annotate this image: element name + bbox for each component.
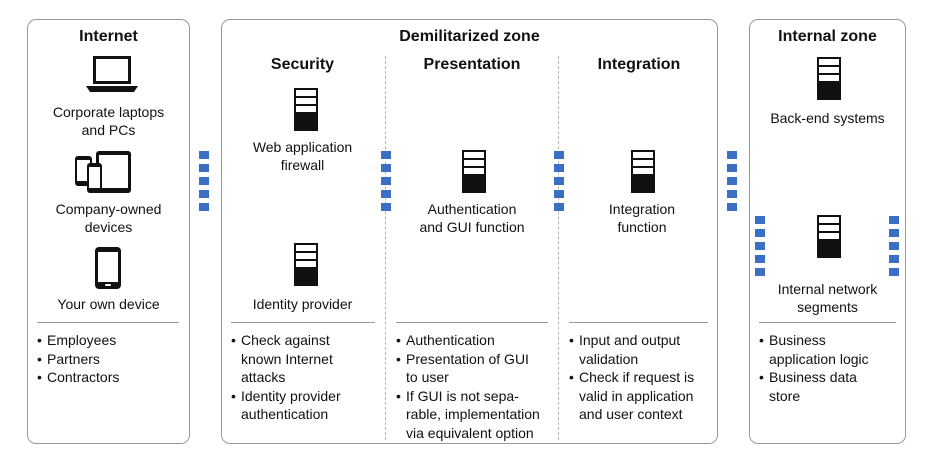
device-label-company-owned: Company-owned devices	[55, 201, 162, 235]
device-label-laptops: Corporate laptops and PCs	[52, 104, 165, 138]
internal-divider	[759, 322, 896, 323]
connector-internal-left	[755, 216, 765, 281]
server-icon	[817, 215, 841, 258]
component-label-network-segments: Internal network segments	[777, 281, 878, 315]
internet-bullets: Employees Partners Contractors	[37, 331, 119, 387]
presentation-divider	[396, 322, 548, 323]
internal-bullets: Business application logic Business data…	[759, 331, 869, 405]
connector-dmz-internal	[727, 151, 737, 216]
tablet-phones-icon	[75, 151, 131, 193]
server-icon	[294, 88, 318, 131]
integration-divider	[569, 322, 708, 323]
device-label-own: Your own device	[57, 296, 160, 312]
connector-presentation-integration	[554, 151, 564, 216]
column-divider	[385, 56, 386, 440]
connector-security-presentation	[381, 151, 391, 216]
security-bullets: Check against known Internet attacks Ide…	[231, 331, 341, 424]
server-icon	[462, 150, 486, 193]
list-item: Business data store	[759, 368, 869, 405]
list-item: If GUI is not sepa- rable, implementatio…	[396, 387, 540, 443]
list-item: Check if request is valid in application…	[569, 368, 694, 424]
list-item: Partners	[37, 350, 119, 369]
list-item: Contractors	[37, 368, 119, 387]
list-item: Check against known Internet attacks	[231, 331, 341, 387]
server-icon	[817, 57, 841, 100]
component-label-identity-provider: Identity provider	[252, 296, 353, 312]
presentation-column-title: Presentation	[423, 56, 521, 73]
list-item: Employees	[37, 331, 119, 350]
laptop-icon	[86, 56, 138, 92]
list-item: Authentication	[396, 331, 540, 350]
security-divider	[231, 322, 375, 323]
internet-divider	[37, 322, 179, 323]
server-icon	[294, 243, 318, 286]
smartphone-icon	[95, 247, 121, 289]
column-divider	[558, 56, 559, 440]
integration-bullets: Input and output validation Check if req…	[569, 331, 694, 424]
security-column-title: Security	[270, 56, 335, 73]
component-label-integration: Integration function	[608, 201, 676, 235]
connector-internal-right	[889, 216, 899, 281]
server-icon	[631, 150, 655, 193]
presentation-bullets: Authentication Presentation of GUI to us…	[396, 331, 540, 442]
component-label-waf: Web application firewall	[252, 139, 353, 173]
list-item: Input and output validation	[569, 331, 694, 368]
dmz-zone-title: Demilitarized zone	[399, 28, 540, 45]
list-item: Identity provider authentication	[231, 387, 341, 424]
list-item: Business application logic	[759, 331, 869, 368]
component-label-auth-gui: Authentication and GUI function	[419, 201, 525, 235]
internal-zone-title: Internal zone	[778, 28, 877, 45]
component-label-backend: Back-end systems	[770, 110, 885, 126]
connector-internet-dmz	[199, 151, 209, 216]
list-item: Presentation of GUI to user	[396, 350, 540, 387]
internet-zone-title: Internet	[79, 28, 138, 45]
integration-column-title: Integration	[597, 56, 681, 73]
